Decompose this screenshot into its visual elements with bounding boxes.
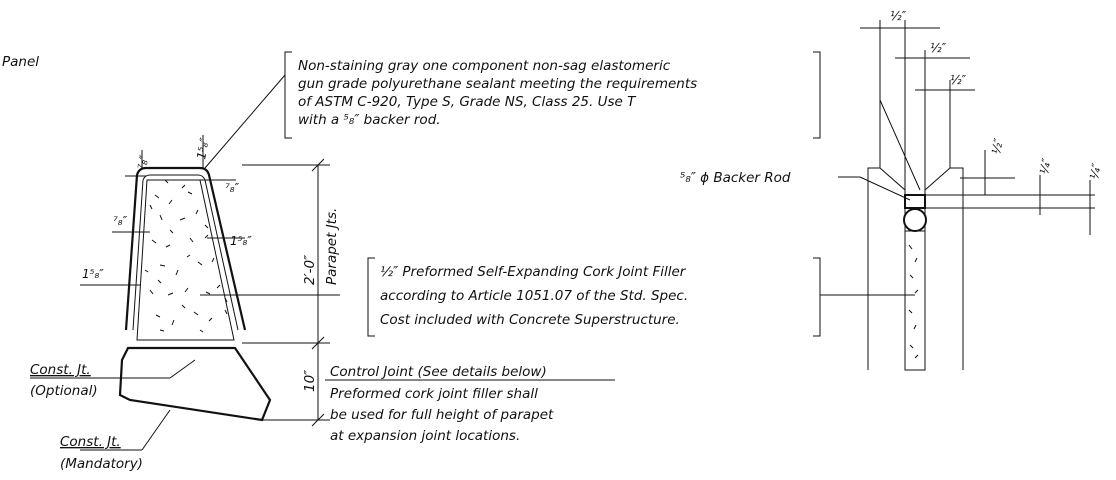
dim-half-4: ½″ [989, 137, 1006, 156]
sealant-note-line-1: Non-staining gray one component non-sag … [298, 58, 671, 74]
parapet-base [118, 346, 272, 422]
cork-speckle [144, 179, 228, 333]
dim-quarter-2: ¼″ [1087, 162, 1104, 181]
cork-note-line-3: Cost included with Concrete Superstructu… [380, 312, 680, 328]
dim-top-one-five-eighths: 1⁵₈″ [194, 136, 212, 160]
parapet-cork-filler [136, 179, 235, 341]
parapet-section [118, 166, 272, 422]
note-brackets [284, 51, 821, 337]
sealant-note: Non-staining gray one component non-sag … [298, 58, 697, 128]
height-2ft-label: 2′-0″ [302, 255, 318, 285]
dim-left-seven-eighths: ⁷₈″ [135, 154, 151, 171]
const-jt-optional-sub: (Optional) [30, 383, 98, 399]
dim-quarter-1: ¼″ [1037, 157, 1054, 176]
dim-inner-one-five-eighths: 1⁵₈″ [230, 234, 252, 248]
const-jt-mandatory-label: Const. Jt. [60, 434, 121, 450]
cork-note-line-1: ½″ Preformed Self-Expanding Cork Joint F… [380, 264, 687, 280]
sealant-note-line-3: of ASTM C-920, Type S, Grade NS, Class 2… [298, 94, 637, 110]
parapet-dimensions [80, 135, 330, 427]
joint-right-panel [924, 167, 964, 370]
parapet-sealant-inner [132, 174, 239, 331]
dim-half-1: ½″ [890, 9, 907, 23]
dim-side-seven-eighths: ⁷₈″ [113, 214, 128, 228]
joint-left-panel [867, 167, 906, 370]
cork-note: ½″ Preformed Self-Expanding Cork Joint F… [380, 264, 688, 328]
joint-sealant [904, 194, 926, 209]
dim-half-3: ½″ [950, 73, 967, 87]
control-joint-line-1: Control Joint (See details below) [330, 364, 547, 380]
panel-label: Panel [2, 54, 39, 70]
control-joint-line-3: be used for full height of parapet [330, 407, 554, 423]
joint-cork-filler [904, 230, 926, 371]
sealant-note-line-2: gun grade polyurethane sealant meeting t… [298, 76, 697, 92]
cork-note-line-2: according to Article 1051.07 of the Std.… [380, 288, 688, 304]
parapet-jts-label: Parapet Jts. [324, 208, 340, 285]
backer-rod-label: ⁵₈″ ϕ Backer Rod [680, 170, 791, 186]
dim-outer-one-five-eighths: 1⁵₈″ [82, 267, 104, 281]
dim-half-2: ½″ [930, 41, 947, 55]
joint-detail [838, 20, 1095, 371]
const-jt-mandatory-sub: (Mandatory) [60, 456, 143, 472]
control-joint-line-2: Preformed cork joint filler shall [330, 386, 538, 402]
backer-rod-circle [903, 208, 927, 232]
dim-right-seven-eighths: ⁷₈″ [225, 181, 240, 195]
control-joint-note: Control Joint (See details below) Prefor… [330, 364, 554, 444]
height-10in-label: 10″ [302, 370, 318, 392]
control-joint-line-4: at expansion joint locations. [330, 428, 520, 444]
sealant-note-line-4: with a ⁵₈″ backer rod. [298, 112, 441, 128]
parapet-sealant-outline [124, 166, 247, 331]
const-jt-optional-label: Const. Jt. [30, 362, 91, 378]
